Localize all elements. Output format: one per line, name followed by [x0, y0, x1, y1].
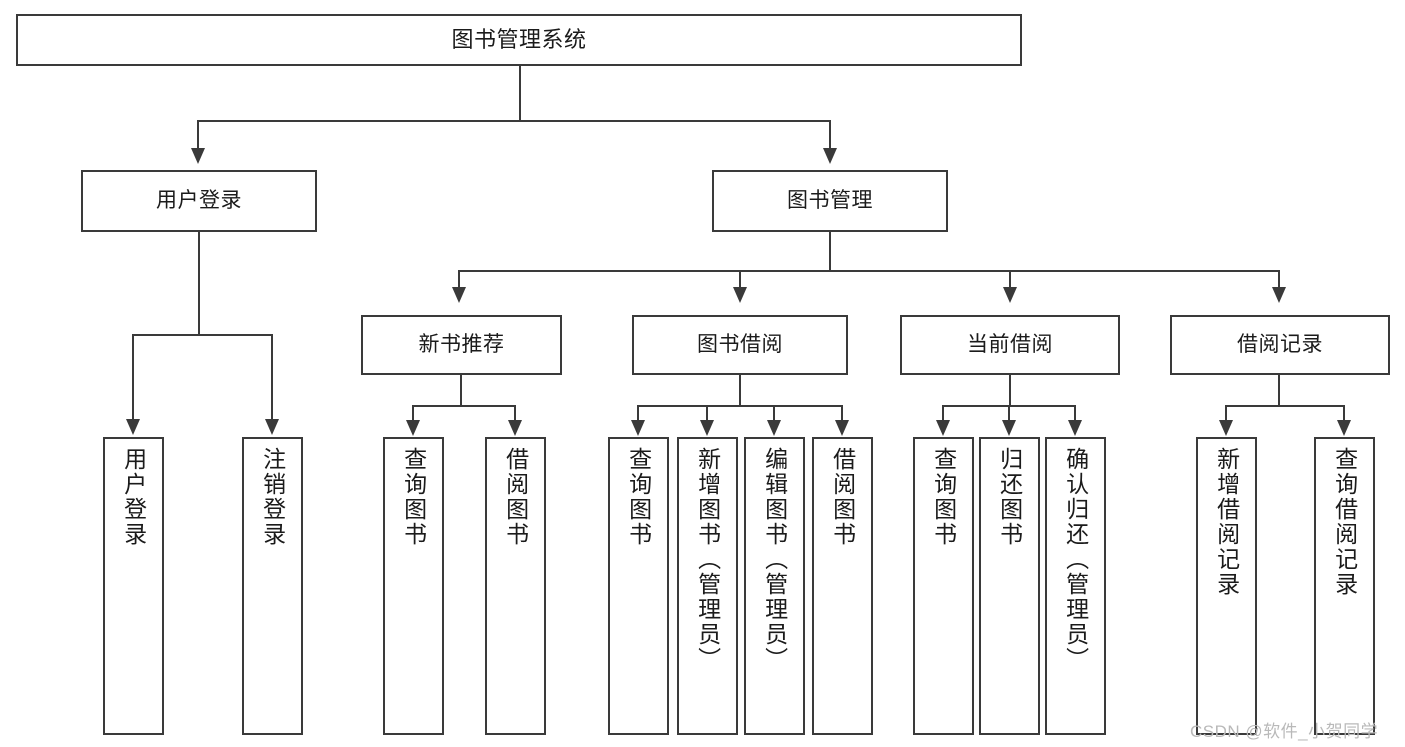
arrow-to-confirm-return [1068, 420, 1082, 436]
node-label: 借阅记录 [1237, 332, 1323, 356]
node-leaf-edit-book[interactable]: 编辑图书（管理员） [744, 437, 805, 735]
csdn-watermark: CSDN @软件_小贺同学 [1190, 722, 1379, 741]
arrow-to-book-management [823, 148, 837, 164]
node-book-borrow[interactable]: 图书借阅 [632, 315, 848, 375]
node-label: 借阅图书 [502, 447, 529, 547]
arrow-to-leaf-user-login [126, 419, 140, 435]
node-root-library-system[interactable]: 图书管理系统 [16, 14, 1022, 66]
arrow-to-query-book-3 [936, 420, 950, 436]
arrow-to-add-book [700, 420, 714, 436]
node-user-login[interactable]: 用户登录 [81, 170, 317, 232]
node-leaf-add-record[interactable]: 新增借阅记录 [1196, 437, 1257, 735]
arrow-to-user-login [191, 148, 205, 164]
arrow-to-leaf-logout-login [265, 419, 279, 435]
connector-drop-add-book [706, 405, 708, 421]
node-book-management[interactable]: 图书管理 [712, 170, 948, 232]
connector-drop-book-borrow [739, 270, 741, 288]
connector-drop-query-book-2 [637, 405, 639, 421]
connector-rail-new-book-recommend-leaves [412, 405, 516, 407]
connector-rail-book-borrow-leaves [637, 405, 843, 407]
arrow-to-query-book-2 [631, 420, 645, 436]
node-label: 新增图书（管理员） [694, 447, 721, 672]
node-leaf-query-book-2[interactable]: 查询图书 [608, 437, 669, 735]
arrow-to-query-record [1337, 420, 1351, 436]
arrow-to-edit-book [767, 420, 781, 436]
node-borrow-record[interactable]: 借阅记录 [1170, 315, 1390, 375]
node-label: 注销登录 [259, 447, 286, 547]
connector-new-book-recommend-stem [460, 375, 462, 407]
connector-drop-new-book-recommend [458, 270, 460, 288]
node-leaf-return-book[interactable]: 归还图书 [979, 437, 1040, 735]
node-leaf-logout-login[interactable]: 注销登录 [242, 437, 303, 735]
node-leaf-user-login[interactable]: 用户登录 [103, 437, 164, 735]
connector-current-borrow-stem [1009, 375, 1011, 407]
node-label: 当前借阅 [967, 332, 1053, 356]
connector-drop-return-book [1008, 405, 1010, 421]
arrow-to-borrow-book-1 [508, 420, 522, 436]
node-new-book-recommend[interactable]: 新书推荐 [361, 315, 562, 375]
arrow-to-new-book-recommend [452, 287, 466, 303]
connector-drop-query-book-1 [412, 405, 414, 421]
node-leaf-borrow-book-2[interactable]: 借阅图书 [812, 437, 873, 735]
node-label: 编辑图书（管理员） [761, 447, 788, 672]
node-leaf-add-book[interactable]: 新增图书（管理员） [677, 437, 738, 735]
connector-drop-add-record [1225, 405, 1227, 421]
connector-drop-leaf-logout-login [271, 334, 273, 420]
node-label: 图书管理系统 [451, 27, 587, 53]
arrow-to-return-book [1002, 420, 1016, 436]
arrow-to-query-book-1 [406, 420, 420, 436]
node-label: 新书推荐 [418, 332, 505, 356]
node-leaf-query-book-1[interactable]: 查询图书 [383, 437, 444, 735]
connector-drop-user-login [197, 120, 199, 150]
node-label: 查询图书 [625, 447, 652, 547]
node-label: 用户登录 [156, 188, 242, 212]
connector-rail-user-login-leaves [132, 334, 272, 336]
node-label: 归还图书 [996, 447, 1023, 547]
arrow-to-current-borrow [1003, 287, 1017, 303]
connector-drop-edit-book [773, 405, 775, 421]
connector-rail-level3 [458, 270, 1280, 272]
node-label: 查询图书 [930, 447, 957, 547]
arrow-to-borrow-book-2 [835, 420, 849, 436]
node-current-borrow[interactable]: 当前借阅 [900, 315, 1120, 375]
arrow-to-borrow-record [1272, 287, 1286, 303]
connector-book-management-stem [829, 232, 831, 272]
connector-drop-current-borrow [1009, 270, 1011, 288]
connector-rail-borrow-record-leaves [1225, 405, 1344, 407]
connector-drop-query-record [1343, 405, 1345, 421]
arrow-to-add-record [1219, 420, 1233, 436]
connector-drop-borrow-book-1 [514, 405, 516, 421]
connector-drop-borrow-book-2 [841, 405, 843, 421]
node-label: 查询图书 [400, 447, 427, 547]
connector-root-stem [519, 66, 521, 121]
node-leaf-query-record[interactable]: 查询借阅记录 [1314, 437, 1375, 735]
connector-borrow-record-stem [1278, 375, 1280, 407]
connector-drop-borrow-record [1278, 270, 1280, 288]
connector-drop-book-management [829, 120, 831, 150]
node-label: 图书借阅 [697, 332, 783, 356]
connector-drop-query-book-3 [942, 405, 944, 421]
arrow-to-book-borrow [733, 287, 747, 303]
node-label: 确认归还（管理员） [1062, 447, 1089, 672]
connector-book-borrow-stem [739, 375, 741, 407]
node-label: 借阅图书 [829, 447, 856, 547]
connector-rail-level2 [197, 120, 831, 122]
node-label: 图书管理 [787, 188, 873, 212]
node-leaf-query-book-3[interactable]: 查询图书 [913, 437, 974, 735]
connector-drop-confirm-return [1074, 405, 1076, 421]
connector-user-login-stem [198, 232, 200, 336]
node-label: 用户登录 [120, 447, 147, 547]
node-label: 查询借阅记录 [1331, 447, 1358, 597]
connector-drop-leaf-user-login [132, 334, 134, 420]
node-leaf-borrow-book-1[interactable]: 借阅图书 [485, 437, 546, 735]
node-leaf-confirm-return[interactable]: 确认归还（管理员） [1045, 437, 1106, 735]
node-label: 新增借阅记录 [1213, 447, 1240, 597]
